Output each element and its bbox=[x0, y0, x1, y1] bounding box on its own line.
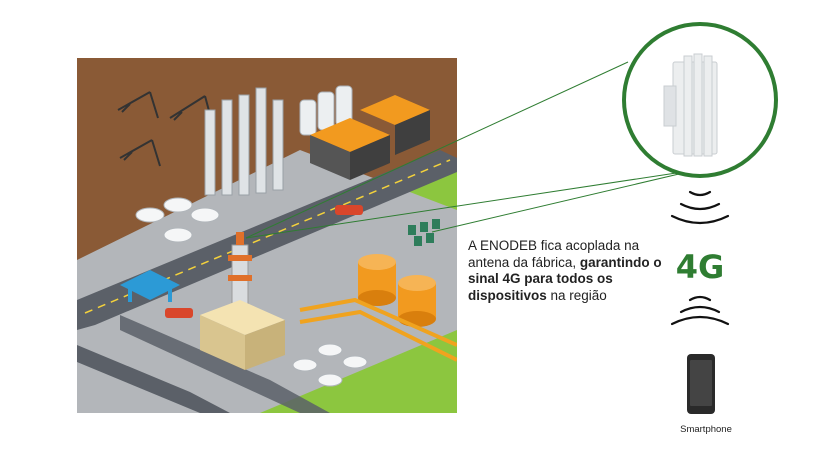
silos bbox=[299, 85, 353, 136]
gas-station bbox=[120, 270, 180, 302]
trucks bbox=[165, 205, 363, 318]
caption-bold: garantindo o sinal 4G para todos os disp… bbox=[468, 254, 662, 303]
processing-units bbox=[310, 95, 430, 180]
enodeb-caption: A ENODEB fica acoplada na antena da fábr… bbox=[468, 238, 668, 304]
signal-waves-lower-icon bbox=[670, 295, 730, 326]
antenna-tower bbox=[228, 232, 252, 306]
factory-illustration bbox=[77, 58, 457, 413]
pipelines bbox=[299, 297, 457, 362]
storage-tanks-white bbox=[135, 197, 368, 387]
smartphone-icon bbox=[687, 354, 715, 414]
enodeb-antenna-icon bbox=[622, 22, 778, 178]
network-label: 4G bbox=[675, 248, 725, 286]
oil-pumps bbox=[117, 91, 213, 167]
device-label: Smartphone bbox=[680, 424, 732, 435]
main-building bbox=[200, 300, 285, 370]
caption-text-1: A ENODEB fica acoplada na antena da fábr… bbox=[468, 238, 640, 270]
distillation-towers bbox=[204, 87, 284, 196]
signal-waves-icon bbox=[670, 190, 730, 225]
caption-text-2: na região bbox=[546, 287, 607, 303]
barrels bbox=[408, 219, 440, 246]
connection-lines bbox=[245, 61, 697, 239]
